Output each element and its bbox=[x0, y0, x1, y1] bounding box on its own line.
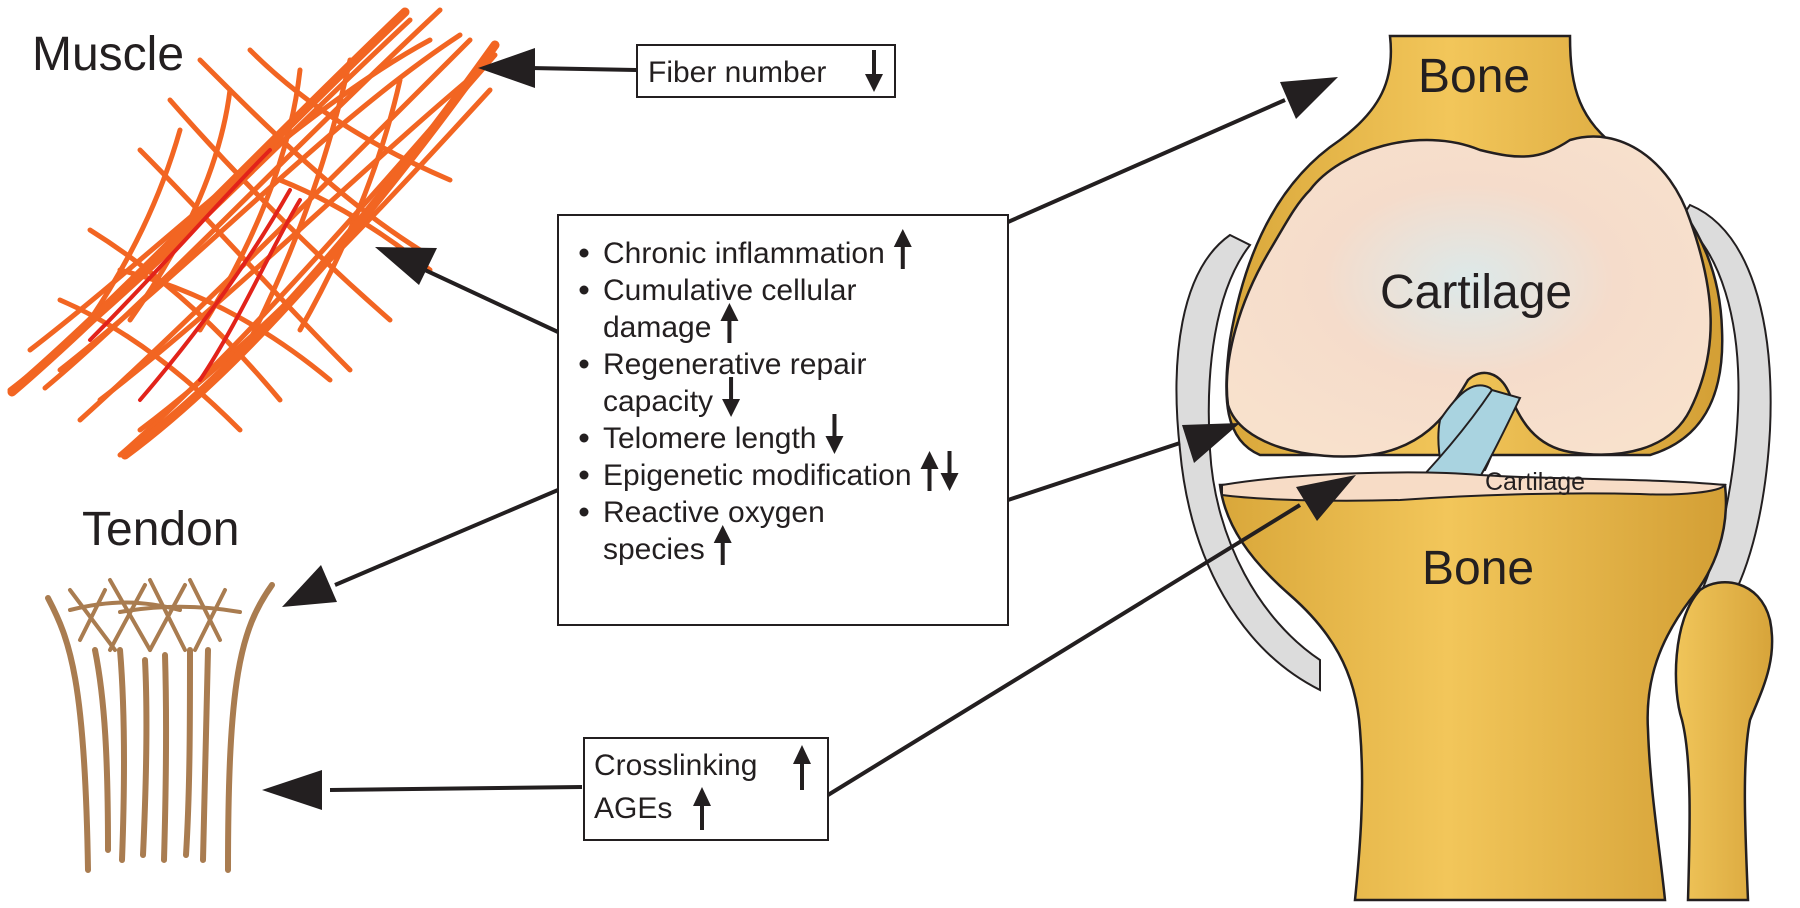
crosslinking-box: Crosslinking AGEs bbox=[583, 737, 829, 841]
factor-text: Telomere length bbox=[603, 422, 816, 455]
down-arrow-icon bbox=[825, 414, 844, 454]
up-arrow-icon bbox=[793, 745, 811, 790]
down-arrow-icon bbox=[940, 451, 959, 491]
bone-upper-label: Bone bbox=[1418, 50, 1530, 103]
factor-text: Cumulative cellular bbox=[603, 274, 856, 307]
ages-text: AGEs bbox=[594, 792, 672, 825]
crosslinking-text: Crosslinking bbox=[594, 749, 757, 782]
factor-text: Reactive oxygen bbox=[603, 496, 825, 529]
factor-item: Cumulative cellular damage bbox=[579, 274, 856, 344]
factor-item: Telomere length bbox=[579, 414, 844, 455]
muscle-illustration bbox=[7, 7, 500, 460]
cartilage-upper-label: Cartilage bbox=[1380, 266, 1572, 319]
arrow-box-to-tendon bbox=[282, 488, 559, 607]
bullet bbox=[579, 285, 589, 295]
medial-collateral-ligament bbox=[1175, 233, 1321, 692]
bone-lower-label: Bone bbox=[1422, 542, 1534, 595]
down-arrow-icon bbox=[722, 377, 741, 417]
bullet bbox=[579, 433, 589, 443]
factor-item: Reactive oxygen species bbox=[579, 496, 825, 566]
arrow-fiber-to-muscle bbox=[478, 48, 638, 88]
factor-text: Chronic inflammation bbox=[603, 237, 885, 270]
up-arrow-icon bbox=[720, 303, 739, 343]
factor-item: Epigenetic modification bbox=[579, 451, 959, 492]
factor-text: damage bbox=[603, 311, 711, 344]
fibula bbox=[1674, 581, 1774, 902]
arrow-box-to-bone bbox=[1007, 77, 1338, 224]
up-arrow-icon bbox=[893, 229, 912, 269]
factor-text: Regenerative repair bbox=[603, 348, 866, 381]
arrow-box-to-muscle bbox=[375, 247, 559, 334]
down-arrow-icon bbox=[865, 50, 883, 92]
bullet bbox=[579, 359, 589, 369]
factor-item: Regenerative repair capacity bbox=[579, 348, 866, 418]
factor-text: Epigenetic modification bbox=[603, 459, 912, 492]
bullet bbox=[579, 470, 589, 480]
tendon-label: Tendon bbox=[82, 503, 239, 556]
factor-text: capacity bbox=[603, 385, 713, 418]
up-arrow-icon bbox=[920, 451, 939, 491]
arrows bbox=[262, 48, 1356, 810]
fiber-number-text: Fiber number bbox=[648, 56, 826, 89]
up-arrow-icon bbox=[713, 525, 732, 565]
tibia bbox=[1218, 483, 1728, 902]
bullet bbox=[579, 248, 589, 258]
arrow-crosslink-to-cartilage bbox=[826, 475, 1356, 797]
muscle-label: Muscle bbox=[32, 28, 184, 81]
factor-text: species bbox=[603, 533, 705, 566]
knee-illustration bbox=[1175, 34, 1774, 902]
tendon-fiber bbox=[45, 595, 91, 873]
muscle-outline bbox=[7, 7, 410, 397]
tendon-illustration bbox=[45, 578, 275, 873]
up-arrow-icon bbox=[693, 787, 711, 830]
bullet bbox=[579, 507, 589, 517]
femoral-cartilage bbox=[1225, 135, 1712, 458]
factor-item: Chronic inflammation bbox=[579, 229, 912, 270]
arrow-box-to-cartilage bbox=[1007, 423, 1240, 502]
cartilage-lower-label: Cartilage bbox=[1485, 468, 1585, 496]
arrow-crosslink-to-tendon bbox=[262, 770, 583, 810]
fiber-number-box: Fiber number bbox=[636, 44, 896, 98]
